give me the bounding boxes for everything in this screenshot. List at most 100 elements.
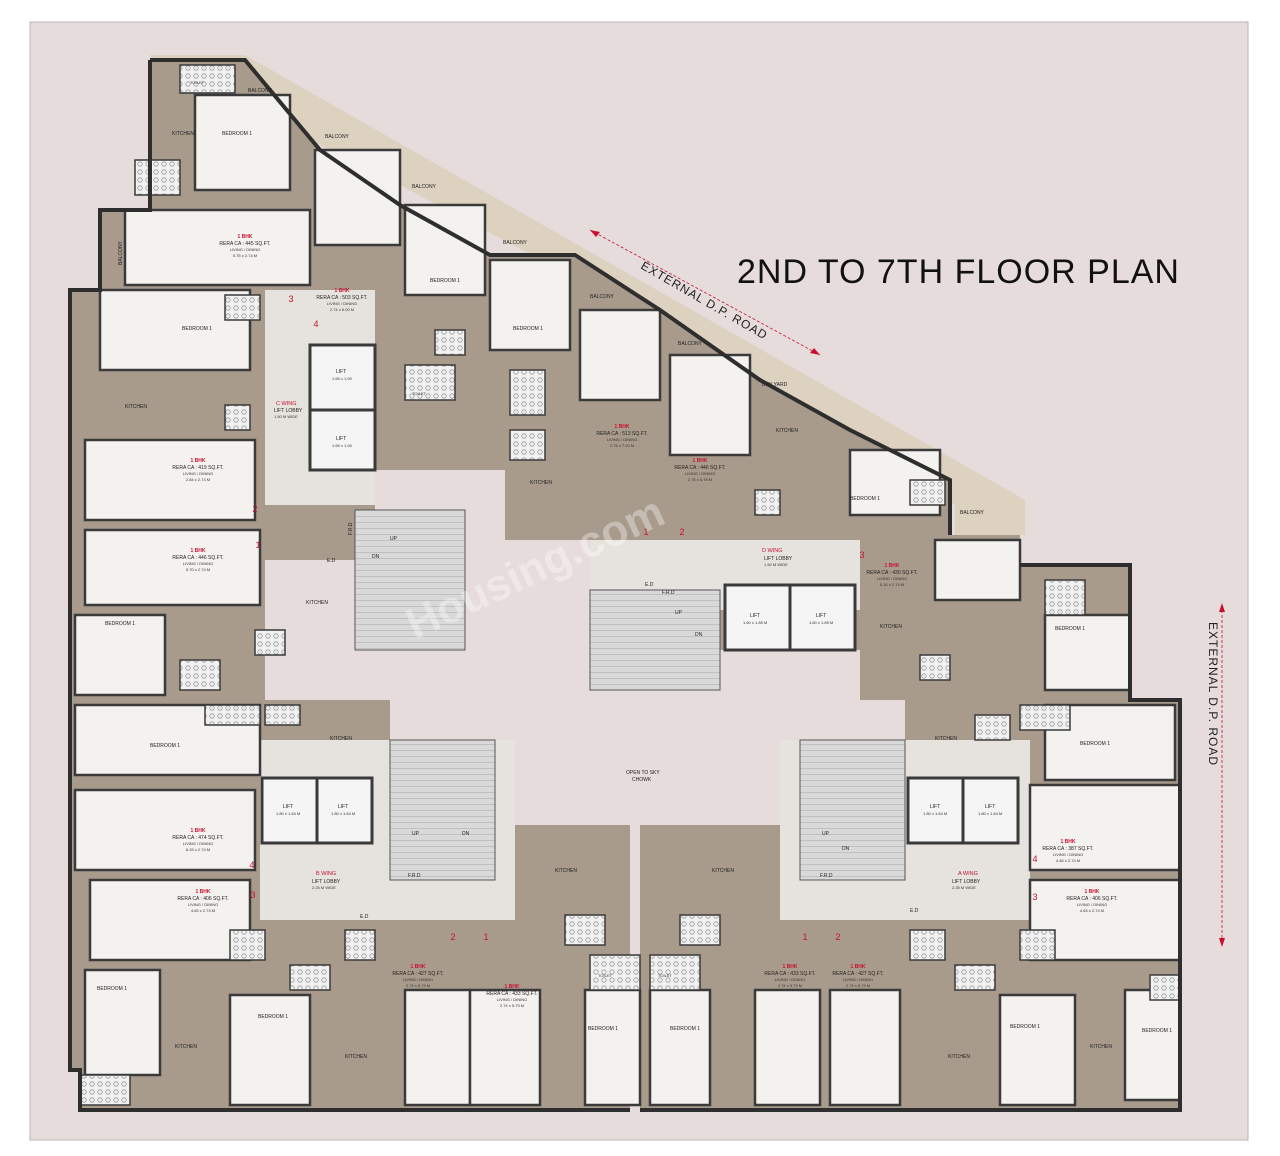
room-kitchen-label: KITCHEN xyxy=(712,868,734,874)
room-bedroom-label: BEDROOM 1 xyxy=(97,986,127,992)
room-bedroom-label: BEDROOM 1 xyxy=(1142,1028,1172,1034)
unit-rera-area: RERA CA : 446 SQ.FT. xyxy=(172,555,223,561)
room-toilet-label: TOILET xyxy=(658,973,672,978)
unit-rera-area: RERA CA : 430 SQ.FT. xyxy=(866,570,917,576)
unit-rera-area: RERA CA : 387 SQ.FT. xyxy=(1042,846,1093,852)
unit-living-dims: 2.74 x 7.20 M xyxy=(610,443,634,448)
unit-number: 1 xyxy=(483,932,488,942)
unit-living-label: LIVING / DINING xyxy=(775,977,805,982)
unit-living-label: LIVING / DINING xyxy=(183,841,213,846)
d-lift-2-dims: 1.60 x 1.85 M xyxy=(809,620,833,625)
room-kitchen-label: KITCHEN xyxy=(125,404,147,410)
a-lift-1-label: LIFT xyxy=(930,804,940,810)
unit-living-label: LIVING / DINING xyxy=(183,471,213,476)
room-kitchen-label: KITCHEN xyxy=(776,428,798,434)
unit-rera-area: RERA CA : 513 SQ.FT. xyxy=(596,431,647,437)
room-kitchen-label: KITCHEN xyxy=(880,624,902,630)
unit-living-label: LIVING / DINING xyxy=(497,997,527,1002)
unit-bhk-label: 1 BHK xyxy=(190,458,205,464)
balcony-label-1: BALCONY xyxy=(248,88,273,94)
unit-number: 3 xyxy=(1032,892,1037,902)
unit-number: 3 xyxy=(288,294,293,304)
c-lift-2-label: LIFT xyxy=(336,436,346,442)
unit-bhk-label: 1 BHK xyxy=(334,288,349,294)
unit-living-dims: 2.74 x 5.79 M xyxy=(406,983,430,988)
unit-bhk-label: 1 BHK xyxy=(614,424,629,430)
room-kitchen-label: KITCHEN xyxy=(330,736,352,742)
unit-living-dims: 2.75 x 5.78 M xyxy=(688,477,712,482)
unit-number: 1 xyxy=(802,932,807,942)
balcony-label-2: BALCONY xyxy=(325,134,350,140)
unit-bhk-label: 1 BHK xyxy=(190,828,205,834)
room-layouts xyxy=(73,93,1182,1107)
unit-living-dims: 4.63 x 2.74 M xyxy=(191,908,215,913)
unit-living-label: LIVING / DINING xyxy=(1077,902,1107,907)
room-bedroom-label: BEDROOM 1 xyxy=(105,621,135,627)
unit-living-label: LIVING / DINING xyxy=(327,301,357,306)
unit-rera-area: RERA CA : 433 SQ.FT. xyxy=(486,991,537,997)
room-bedroom-label: BEDROOM 1 xyxy=(222,131,252,137)
unit-rera-area: RERA CA : 427 SQ.FT. xyxy=(392,971,443,977)
vertical-road-label: EXTERNAL D.P. ROAD xyxy=(1206,622,1220,766)
room-bedroom-label: BEDROOM 1 xyxy=(588,1026,618,1032)
unit-rera-area: RERA CA : 503 SQ.FT. xyxy=(316,295,367,301)
room-kitchen-label: KITCHEN xyxy=(948,1054,970,1060)
toilet-tiles xyxy=(79,64,1181,1106)
unit-bhk-label: 1 BHK xyxy=(195,889,210,895)
b-stair-dn: DN xyxy=(462,831,470,837)
unit-rera-area: RERA CA : 427 SQ.FT. xyxy=(832,971,883,977)
balcony-label-5: BALCONY xyxy=(590,294,615,300)
a-wing-lobby: A WING LIFT LOBBY 2.35 M WIDE LIFT 1.80 … xyxy=(820,804,1002,914)
c-wing-name: C WING xyxy=(276,401,296,407)
b-wing-name: B WING xyxy=(316,871,336,877)
d-stair-dn: DN xyxy=(695,632,703,638)
b-frd-label: F.R.D xyxy=(408,873,421,879)
d-frd-label: F.R.D xyxy=(662,590,675,596)
c-lift-2-dims: 1.65 x 1.90 xyxy=(332,443,353,448)
unit-living-dims: 4.63 x 2.74 M xyxy=(1080,908,1104,913)
unit-number: 1 xyxy=(255,540,260,550)
b-stair-up: UP xyxy=(412,831,420,837)
d-lift-2-label: LIFT xyxy=(816,613,826,619)
c-wing-lobby: C WING LIFT LOBBY 1.50 M WIDE LIFT 1.65 … xyxy=(274,369,398,564)
unit-living-label: LIVING / DINING xyxy=(183,561,213,566)
room-bedroom-label: BEDROOM 1 xyxy=(850,496,880,502)
balcony-label-6: BALCONY xyxy=(678,341,703,347)
unit-bhk-label: 1 BHK xyxy=(1084,889,1099,895)
c-ed-label: E.D xyxy=(327,558,336,564)
unit-number: 1 xyxy=(643,527,648,537)
room-labels: KITCHEN BEDROOM 1 BEDROOM 1 KITCHEN BEDR… xyxy=(97,80,1172,1060)
d-wing-lobby-width: 1.50 M WIDE xyxy=(764,562,788,567)
unit-bhk-label: 1 BHK xyxy=(850,964,865,970)
vertical-road: EXTERNAL D.P. ROAD xyxy=(1206,603,1225,947)
d-ed-label: E.D xyxy=(645,582,654,588)
unit-number: 2 xyxy=(679,527,684,537)
a-wing-lobby-label: LIFT LOBBY xyxy=(952,879,981,885)
chowk-label-line1: OPEN TO SKY xyxy=(626,770,660,776)
room-kitchen-label: KITCHEN xyxy=(175,1044,197,1050)
c-stair-dn: DN xyxy=(372,554,380,560)
unit-rera-area: RERA CA : 406 SQ.FT. xyxy=(177,896,228,902)
d-lift-1-label: LIFT xyxy=(750,613,760,619)
d-wing-lobby: D WING LIFT LOBBY 1.50 M WIDE LIFT 1.60 … xyxy=(645,548,833,638)
b-ed-label: E.D xyxy=(360,914,369,920)
balcony-labels: BALCONY BALCONY BALCONY BALCONY BALCONY … xyxy=(118,88,985,516)
balcony-label-3: BALCONY xyxy=(412,184,437,190)
chowk-label-line2: CHOWK xyxy=(632,777,652,783)
unit-living-label: LIVING / DINING xyxy=(188,902,218,907)
b-wing-lobby-width: 2.25 M WIDE xyxy=(312,885,336,890)
room-kitchen-label: KITCHEN xyxy=(530,480,552,486)
unit-number: 4 xyxy=(249,860,254,870)
room-kitchen-label: KITCHEN xyxy=(172,131,194,137)
room-toilet-label: TOILET xyxy=(412,391,426,396)
unit-living-label: LIVING / DINING xyxy=(403,977,433,982)
unit-living-label: LIVING / DINING xyxy=(230,247,260,252)
a-lift-2-dims: 1.80 x 1.84 M xyxy=(978,811,1002,816)
d-lift-1-dims: 1.60 x 1.85 M xyxy=(743,620,767,625)
c-lift-1-dims: 1.65 x 1.90 xyxy=(332,376,353,381)
room-kitchen-label: KITCHEN xyxy=(935,736,957,742)
unit-bhk-label: 1 BHK xyxy=(884,563,899,569)
unit-number: 4 xyxy=(313,319,318,329)
room-bedroom-label: BEDROOM 1 xyxy=(182,326,212,332)
